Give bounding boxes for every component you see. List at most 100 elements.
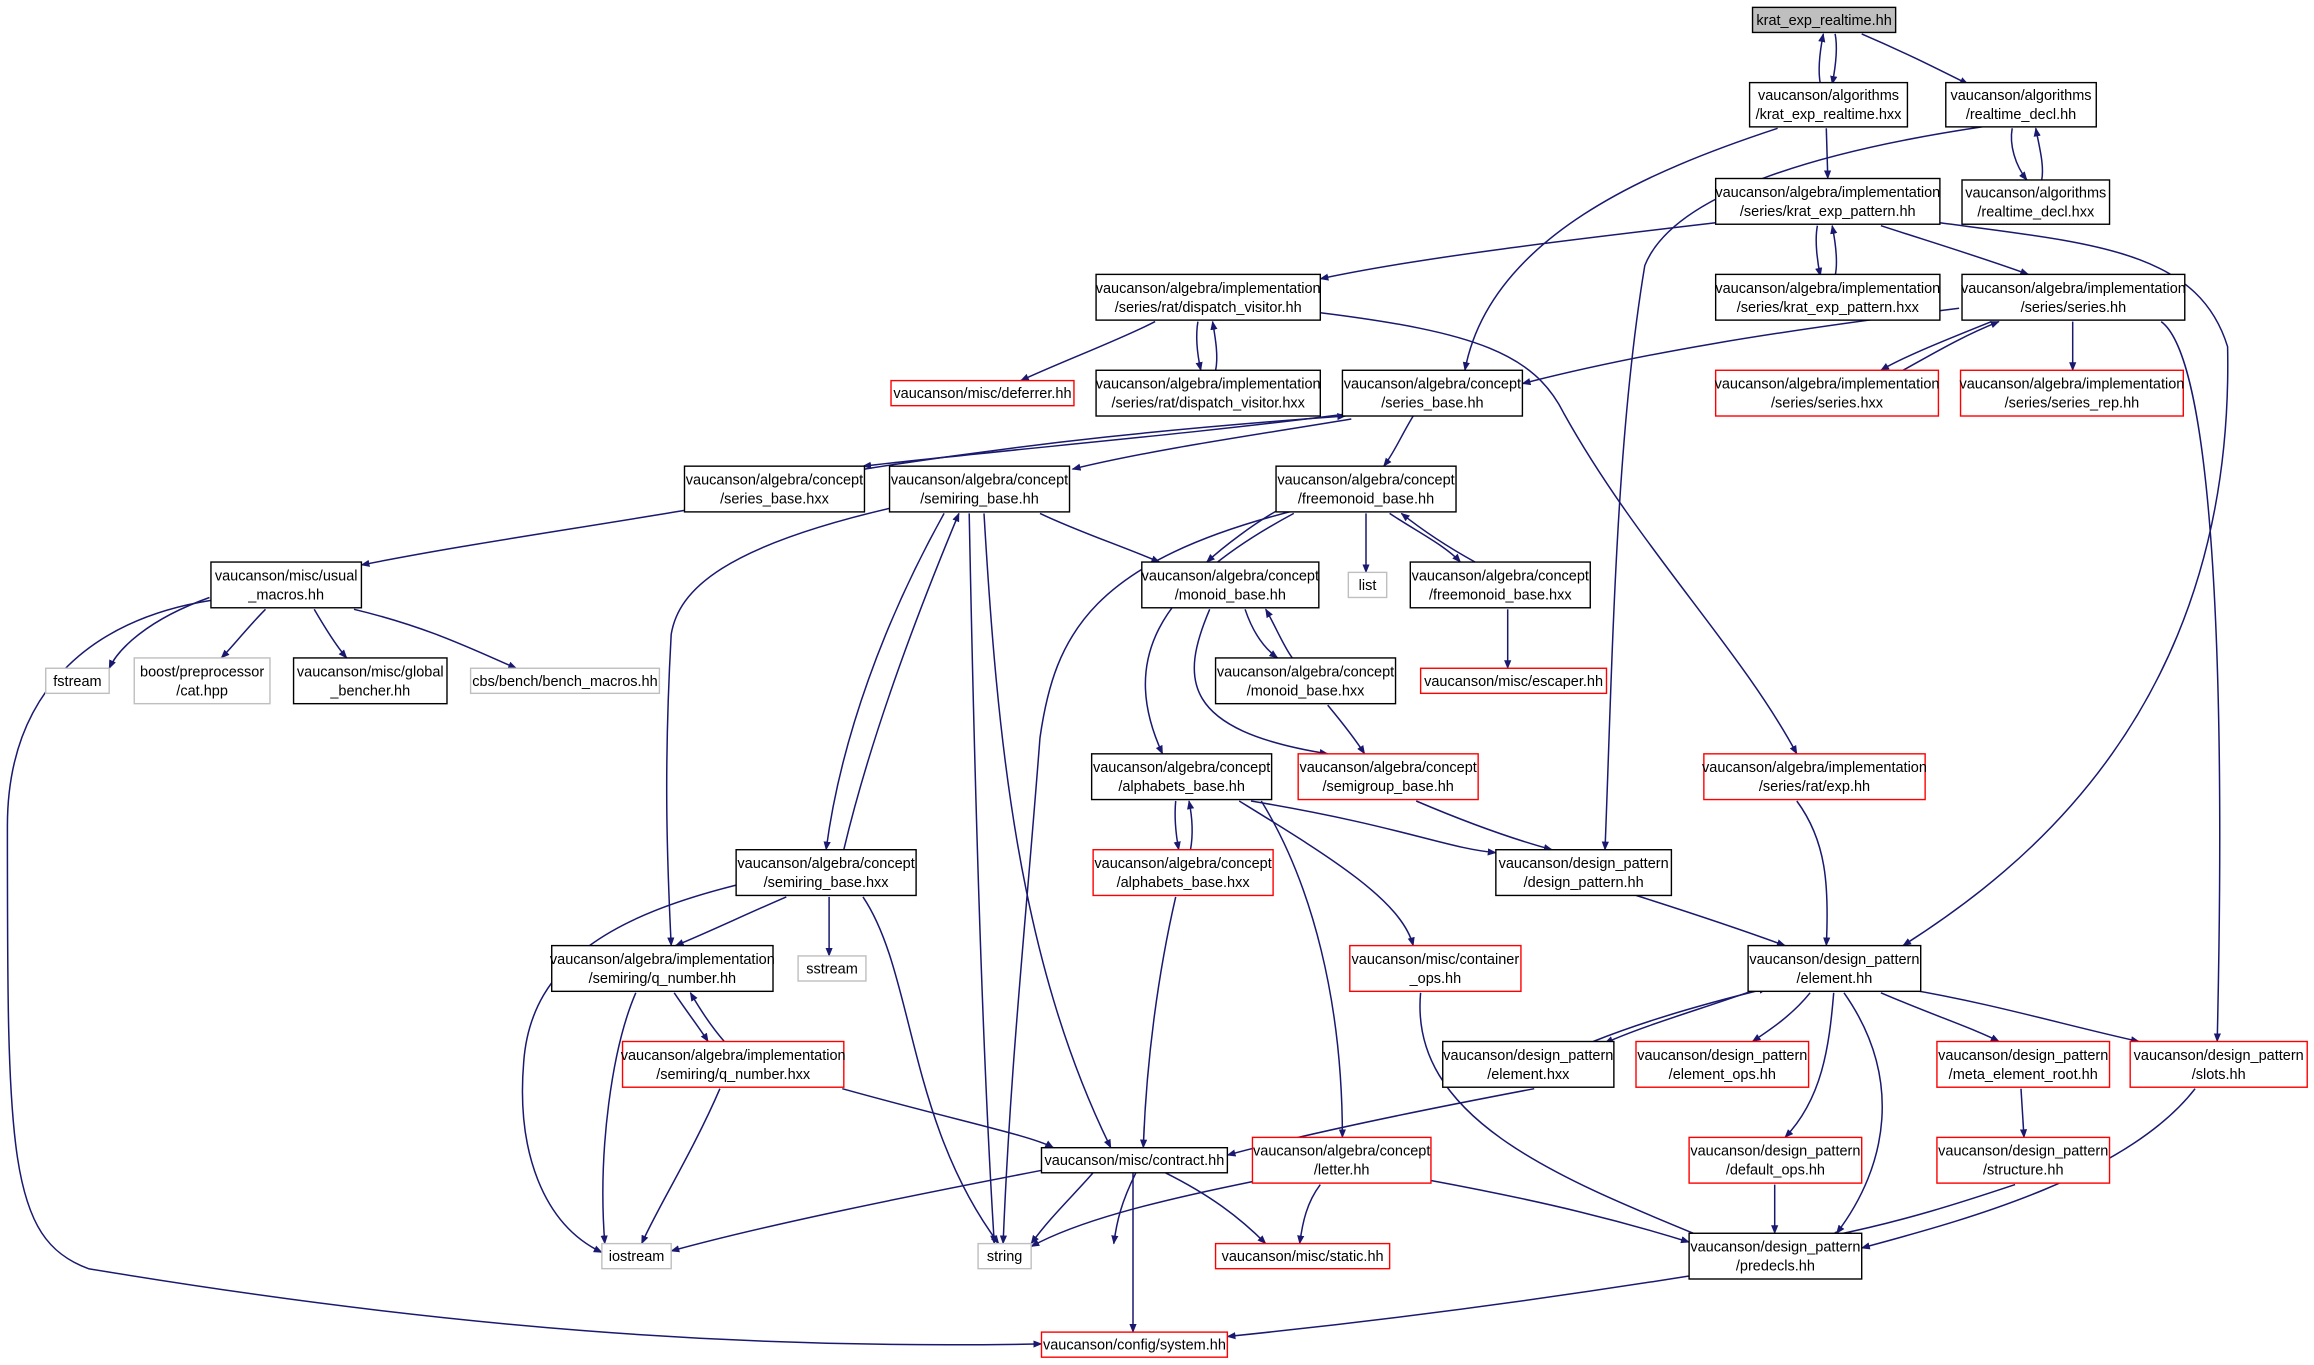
file-node-rat-exp[interactable]: vaucanson/algebra/implementation/series/… [1702,753,1927,801]
file-node-box [1714,369,1940,417]
file-node-label: vaucanson/design_pattern [1749,952,1919,968]
file-node-label: iostream [609,1249,665,1265]
dependency-arrow [1429,1179,1690,1244]
dependency-arrow [864,412,1347,470]
file-node-label: /series/series_rep.hh [2005,396,2140,412]
file-node-impl-series-hxx[interactable]: vaucanson/algebra/implementation/series/… [1714,369,1940,417]
file-node-static[interactable]: vaucanson/misc/static.hh [1214,1242,1391,1270]
file-node-box [1688,1136,1863,1184]
file-node-box [1936,1136,2111,1184]
dependency-arrow [1880,224,2030,276]
file-node-alg-realtime-decl-hxx[interactable]: vaucanson/algorithms/realtime_decl.hxx [1961,179,2111,225]
file-node-label: vaucanson/misc/usual [215,568,358,584]
dependency-arrow [843,512,960,850]
file-node-label: vaucanson/algebra/concept [1217,664,1394,680]
dependency-arrow [1902,987,2140,1044]
file-node-box [551,944,774,993]
file-node-alg-krat-hxx[interactable]: vaucanson/algorithms/krat_exp_realtime.h… [1748,81,1909,128]
file-node-freemonoid-base[interactable]: vaucanson/algebra/concept/freemonoid_bas… [1275,465,1457,513]
file-node-label: /slots.hh [2192,1067,2246,1083]
file-node-impl-dispatch[interactable]: vaucanson/algebra/implementation/series/… [1095,273,1322,321]
file-node-box [797,955,867,982]
file-node-monoid-base-hxx[interactable]: vaucanson/algebra/concept/monoid_base.hx… [1214,657,1397,705]
file-node-series-base[interactable]: vaucanson/algebra/concept/series_base.hh [1341,369,1524,417]
file-node-slots[interactable]: vaucanson/design_pattern/slots.hh [2129,1040,2308,1088]
file-node-box [1714,273,1941,321]
dependency-arrow [1139,896,1177,1149]
file-node-boost-cat[interactable]: boost/preprocessor/cat.hpp [133,657,271,705]
file-node-alphabets-base[interactable]: vaucanson/algebra/concept/alphabets_base… [1090,753,1273,801]
file-node-impl-series-rep[interactable]: vaucanson/algebra/implementation/series/… [1959,369,2184,417]
file-node-fstream[interactable]: fstream [45,667,110,695]
file-node-box [888,465,1071,513]
file-node-meta-element-root[interactable]: vaucanson/design_pattern/meta_element_ro… [1936,1040,2111,1088]
file-node-design-pattern[interactable]: vaucanson/design_pattern/design_pattern.… [1495,849,1673,897]
file-node-label: vaucanson/algebra/implementation [1715,185,1940,201]
dependency-arrow [1830,224,1838,277]
file-node-label: /series/krat_exp_pattern.hxx [1737,300,1920,316]
file-node-q-number-hxx[interactable]: vaucanson/algebra/implementation/semirin… [621,1040,846,1088]
file-node-label: /series/series.hxx [1771,396,1884,412]
file-node-predecls[interactable]: vaucanson/design_pattern/predecls.hh [1688,1232,1863,1280]
dependency-arrow [1462,127,1778,372]
file-node-label: vaucanson/algebra/concept [1094,856,1271,872]
file-node-system[interactable]: vaucanson/config/system.hh [1040,1331,1229,1358]
dependency-arrow [6,599,1043,1348]
file-node-q-number[interactable]: vaucanson/algebra/implementation/semirin… [550,944,775,993]
dependency-arrow [1823,128,1832,180]
file-node-box [683,465,866,513]
file-node-usual-macros[interactable]: vaucanson/misc/usual_macros.hh [210,561,363,609]
file-node-label: vaucanson/misc/contract.hh [1045,1153,1225,1169]
file-node-container-ops[interactable]: vaucanson/misc/container_ops.hh [1349,944,1522,993]
file-node-alphabets-base-hxx[interactable]: vaucanson/algebra/concept/alphabets_base… [1092,849,1274,897]
file-node-label: /realtime_decl.hxx [1977,205,2095,221]
dependency-arrow [1828,1183,2016,1239]
file-node-alg-realtime-decl[interactable]: vaucanson/algorithms/realtime_decl.hh [1945,81,2097,128]
file-node-impl-dispatch-hxx[interactable]: vaucanson/algebra/implementation/series/… [1095,369,1322,417]
file-node-element-hxx[interactable]: vaucanson/design_pattern/element.hxx [1442,1040,1615,1088]
file-node-string[interactable]: string [977,1242,1032,1270]
file-node-contract[interactable]: vaucanson/misc/contract.hh [1040,1147,1229,1174]
file-node-label: vaucanson/algebra/implementation [1715,377,1940,393]
file-node-impl-krat-pattern-hxx[interactable]: vaucanson/algebra/implementation/series/… [1714,273,1941,321]
file-node-box [1341,369,1524,417]
file-node-label: /series/rat/exp.hh [1759,779,1870,795]
file-node-letter[interactable]: vaucanson/algebra/concept/letter.hh [1251,1136,1432,1184]
file-node-freemonoid-base-hxx[interactable]: vaucanson/algebra/concept/freemonoid_bas… [1409,561,1591,609]
file-node-label: /krat_exp_realtime.hxx [1756,107,1903,123]
dependency-arrow [521,884,737,1254]
dependency-arrow [1415,800,1553,852]
dependency-arrow [313,608,348,659]
file-node-cbs-bench[interactable]: cbs/bench/bench_macros.hh [469,667,661,695]
file-node-list[interactable]: list [1347,571,1388,599]
file-node-impl-series[interactable]: vaucanson/algebra/implementation/series/… [1961,273,2186,321]
file-node-series-base-hxx[interactable]: vaucanson/algebra/concept/series_base.hx… [683,465,866,513]
file-node-label: vaucanson/design_pattern [1690,1144,1860,1160]
file-node-label: /element_ops.hh [1669,1067,1776,1083]
file-node-root[interactable]: krat_exp_realtime.hh [1751,6,1897,34]
file-node-box [1040,1331,1229,1358]
file-node-semiring-base[interactable]: vaucanson/algebra/concept/semiring_base.… [888,465,1071,513]
file-node-box [1635,1040,1810,1088]
dependency-arrow [1193,609,1329,757]
file-node-label: /series_base.hxx [720,492,830,508]
file-node-sstream[interactable]: sstream [797,955,867,982]
file-node-semiring-base-hxx[interactable]: vaucanson/algebra/concept/semiring_base.… [735,849,917,897]
file-node-element-ops[interactable]: vaucanson/design_pattern/element_ops.hh [1635,1040,1810,1088]
file-node-structure[interactable]: vaucanson/design_pattern/structure.hh [1936,1136,2111,1184]
file-node-label: sstream [806,961,858,977]
file-node-escaper[interactable]: vaucanson/misc/escaper.hh [1419,667,1608,695]
file-node-default-ops[interactable]: vaucanson/design_pattern/default_ops.hh [1688,1136,1863,1184]
dependency-arrow [1244,609,1279,659]
file-node-label: vaucanson/algebra/concept [1277,473,1454,489]
file-node-impl-krat-pattern[interactable]: vaucanson/algebra/implementation/series/… [1714,177,1941,225]
dependency-arrow [360,509,685,567]
dependency-arrow [1173,800,1181,851]
file-node-element[interactable]: vaucanson/design_pattern/element.hh [1747,944,1922,993]
file-node-deferrer[interactable]: vaucanson/misc/deferrer.hh [890,379,1075,407]
file-node-semigroup-base[interactable]: vaucanson/algebra/concept/semigroup_base… [1297,753,1479,801]
file-node-monoid-base[interactable]: vaucanson/algebra/concept/monoid_base.hh [1141,561,1320,609]
file-node-iostream[interactable]: iostream [601,1242,672,1270]
file-node-global-bencher[interactable]: vaucanson/misc/global_bencher.hh [292,657,448,705]
file-node-label: vaucanson/algebra/concept [1412,568,1589,584]
